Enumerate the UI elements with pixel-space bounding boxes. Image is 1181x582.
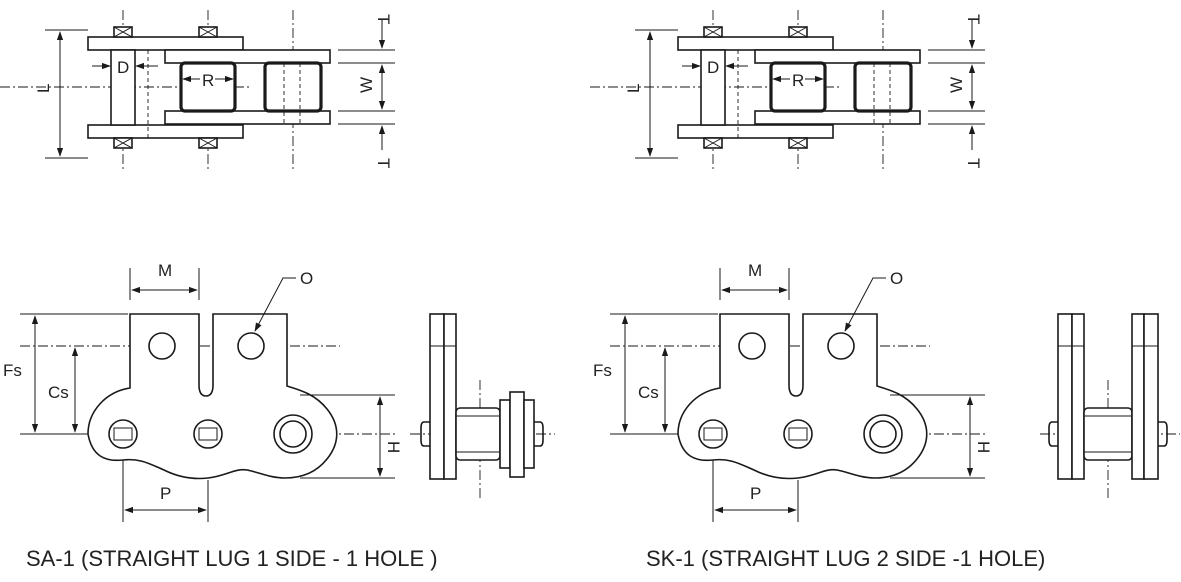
sa1-d-label: D: [117, 58, 129, 77]
sa1-t-bottom-label: T: [374, 158, 393, 168]
sa1-p-label: P: [160, 484, 171, 503]
sk1-fs-label: Fs: [593, 361, 612, 380]
sk1-t-top-label: T: [964, 14, 983, 24]
sk1-w-label: W: [947, 77, 966, 93]
sk1-side-view: [1040, 313, 1180, 500]
sa1-w-label: W: [357, 77, 376, 93]
sk1-r-label: R: [792, 71, 804, 90]
sa1-side-view: [410, 313, 555, 500]
sa1-h-label: H: [384, 441, 403, 453]
sk1-d-label: D: [707, 58, 719, 77]
sk1-o-label: O: [890, 269, 903, 288]
sa1-l-label: L: [34, 84, 53, 93]
sk1-l-label: L: [624, 84, 643, 93]
sk1-front-view: [610, 268, 985, 522]
sa1-o-label: O: [300, 269, 313, 288]
sa1-front-view: [20, 268, 395, 522]
sa1-t-top-label: T: [374, 14, 393, 24]
sa1-caption: SA-1 (STRAIGHT LUG 1 SIDE - 1 HOLE ): [26, 546, 438, 571]
sa1-r-label: R: [202, 71, 214, 90]
sa1-fs-label: Fs: [3, 361, 22, 380]
sa1-cs-label: Cs: [48, 383, 69, 402]
sk1-caption: SK-1 (STRAIGHT LUG 2 SIDE -1 HOLE): [646, 546, 1045, 571]
sk1-h-label: H: [974, 441, 993, 453]
sk1-top-view: [590, 10, 985, 170]
sk1-t-bottom-label: T: [964, 158, 983, 168]
sk1-m-label: M: [748, 261, 762, 280]
sa1-top-view: [0, 10, 395, 170]
sk1-cs-label: Cs: [638, 383, 659, 402]
sk1-p-label: P: [750, 484, 761, 503]
sa1-m-label: M: [158, 261, 172, 280]
